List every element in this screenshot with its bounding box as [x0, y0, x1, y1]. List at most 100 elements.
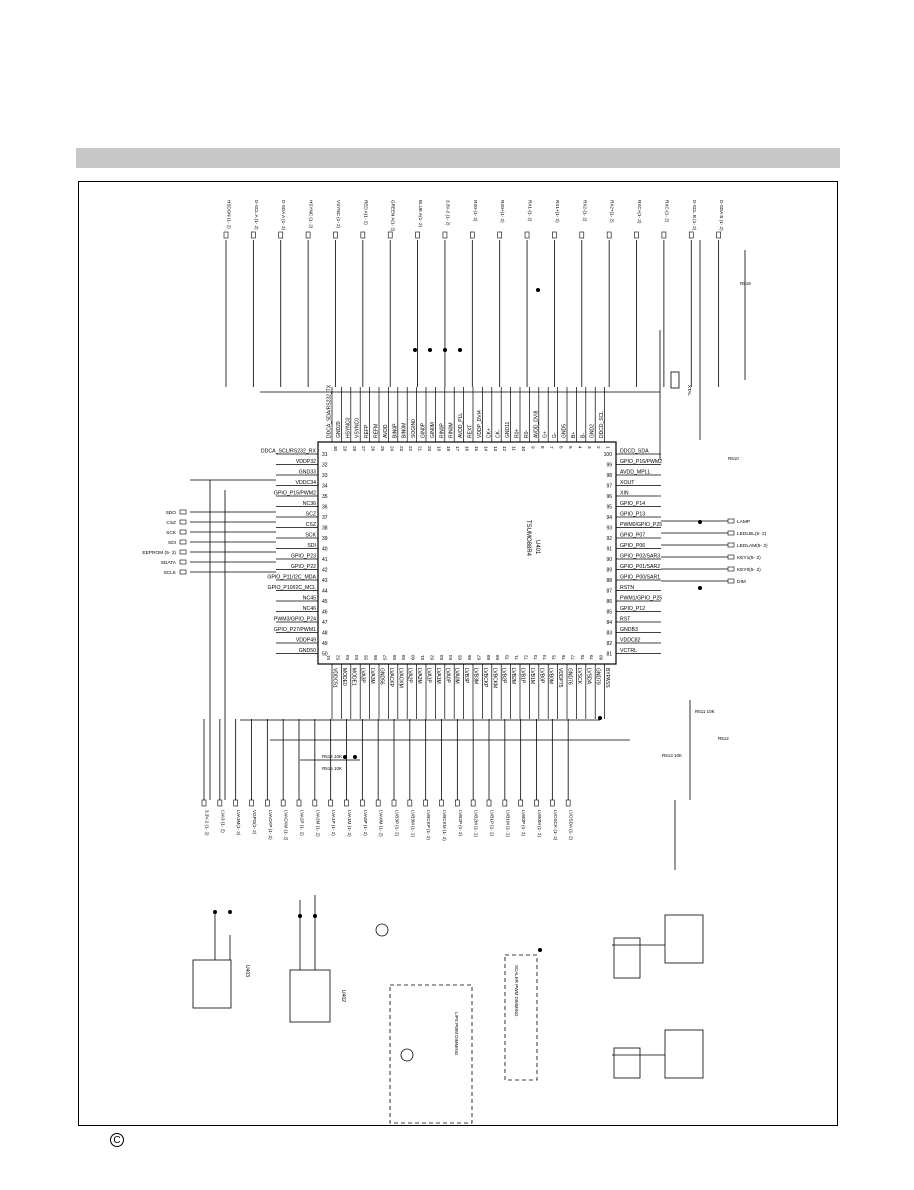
- pin-name-right: GPIO_P00/SAR1: [620, 575, 660, 581]
- pin-number-right: 100: [604, 452, 613, 458]
- junction-dot: [228, 910, 232, 914]
- pin-number-bottom: 67: [476, 654, 481, 660]
- offpage-connector: [415, 231, 420, 239]
- net-label-left: SDO: [166, 510, 177, 516]
- pin-name-top: VDDP_DVI4: [477, 410, 483, 438]
- junction-dot: [353, 755, 357, 759]
- pin-number-top: 7: [549, 446, 554, 449]
- pin-number-top: 14: [483, 446, 488, 452]
- pin-number-right: 85: [606, 610, 612, 616]
- pin-number-top: 30: [333, 446, 338, 452]
- pin-name-right: GPIO_P13: [620, 512, 645, 518]
- pin-number-left: 33: [322, 473, 328, 479]
- net-label-bottom: LVB0M (1- 2): [537, 810, 542, 837]
- pin-name-right: GPIO_P01/SAR2: [620, 564, 660, 570]
- pin-number-right: 84: [606, 620, 612, 626]
- resistor-label: R519: [740, 281, 751, 286]
- pin-name-left: VDDC34: [296, 480, 317, 486]
- transistor-q1: [375, 923, 389, 937]
- offpage-connector: [442, 231, 448, 239]
- pin-name-left: SCZ: [306, 512, 316, 518]
- junction-dot: [458, 348, 462, 352]
- pin-name-right: RST: [620, 617, 631, 623]
- scaler-pwm-box: [504, 954, 538, 1081]
- offpage-connector: [727, 542, 735, 548]
- offpage-connector: [179, 549, 187, 555]
- pin-name-left: VDDP49: [296, 638, 316, 644]
- pin-number-left: 43: [322, 578, 328, 584]
- pin-number-bottom: 63: [439, 654, 444, 660]
- net-label-bottom: LVA2M (1- 2): [315, 810, 320, 837]
- pin-name-bottom: LVACKP: [388, 668, 394, 688]
- resistor-label: R514 10K: [322, 754, 342, 759]
- offpage-connector: [534, 799, 539, 807]
- pin-name-bottom: LVA2P: [407, 668, 413, 683]
- crystal-label: XTAL: [687, 385, 692, 396]
- pin-name-top: GND5: [562, 424, 568, 438]
- pin-number-top: 10: [521, 446, 526, 452]
- transistor-q2: [400, 1048, 414, 1062]
- offpage-connector: [455, 799, 460, 807]
- junction-dot: [443, 348, 447, 352]
- pin-name-bottom: LVACKM: [397, 668, 403, 688]
- pin-name-right: GPIO_P16/PWM2: [620, 459, 662, 465]
- net-label-bottom: LVB0P (1- 2): [521, 810, 526, 837]
- junction-dot: [536, 288, 540, 292]
- pin-number-top: 29: [342, 446, 347, 452]
- pin-name-top: BIN0P: [392, 423, 398, 438]
- pin-name-bottom: MODE0: [341, 668, 347, 686]
- pin-number-bottom: 56: [373, 654, 378, 660]
- pin-number-right: 90: [606, 557, 612, 563]
- pin-name-top: REXT: [468, 425, 474, 438]
- offpage-connector: [387, 231, 393, 239]
- net-label-left: CSZ: [166, 520, 176, 526]
- offpage-connector: [333, 231, 338, 239]
- offpage-connector: [249, 799, 254, 807]
- offpage-connector: [497, 231, 502, 239]
- pin-name-top: GIN0P: [421, 422, 427, 438]
- pin-number-left: 39: [322, 536, 328, 542]
- offpage-connector: [727, 554, 735, 560]
- net-label-bottom: VGPO(1- 2): [252, 810, 257, 835]
- offpage-connector: [296, 799, 302, 807]
- pin-name-top: SOGIN0: [411, 419, 417, 438]
- pin-name-left: GPIO_P15/PWM2: [274, 491, 316, 497]
- pin-number-top: 1: [606, 446, 611, 449]
- net-label-bottom: LVBCKP (1- 2): [426, 810, 431, 840]
- pin-name-top: B-: [580, 433, 586, 438]
- net-label-bottom: LVA3M(1- 2): [236, 810, 241, 836]
- junction-dot: [698, 586, 702, 590]
- pin-number-bottom: 79: [589, 654, 594, 660]
- pin-name-top: AVDD: [383, 424, 389, 438]
- schematic-frame: [78, 181, 838, 1126]
- offpage-connector: [305, 231, 311, 239]
- net-label-top: D-SCL B (1- 2): [692, 200, 697, 231]
- junction-dot: [598, 716, 602, 720]
- net-label-bottom: LVBCKM (1- 2): [442, 810, 447, 841]
- pin-name-top: VSYNC0: [355, 418, 361, 438]
- pin-name-left: DDCA_SCL/RS232_RX: [261, 449, 317, 455]
- pin-name-right: GPIO_P06: [620, 543, 645, 549]
- offpage-connector: [727, 518, 735, 524]
- net-label-right: KEY1(5- 2): [737, 555, 761, 561]
- pin-name-left: SCK: [305, 533, 316, 539]
- junction-dot: [428, 348, 432, 352]
- offpage-connector: [524, 231, 530, 239]
- pin-name-top: REFM: [374, 424, 380, 438]
- net-label-top: 3.3V-2 (1- 2): [445, 200, 450, 226]
- offpage-connector: [470, 799, 476, 807]
- pin-number-bottom: 65: [458, 654, 463, 660]
- offpage-connector: [360, 799, 365, 807]
- pin-number-top: 23: [399, 446, 404, 452]
- pin-name-top: CK-: [496, 429, 502, 438]
- pin-name-top: HSYNC0: [345, 417, 351, 438]
- pin-name-left: GND50: [299, 648, 316, 654]
- pin-name-right: PWM1/GPIO_P25: [620, 596, 662, 602]
- net-label-top: RX1-(1- 2): [528, 200, 533, 222]
- pin-name-right: XIN: [620, 491, 629, 497]
- junction-dot: [538, 948, 542, 952]
- pin-number-left: 35: [322, 494, 328, 500]
- net-label-left: EEPROM (5- 2): [142, 550, 176, 556]
- junction-dot: [698, 520, 702, 524]
